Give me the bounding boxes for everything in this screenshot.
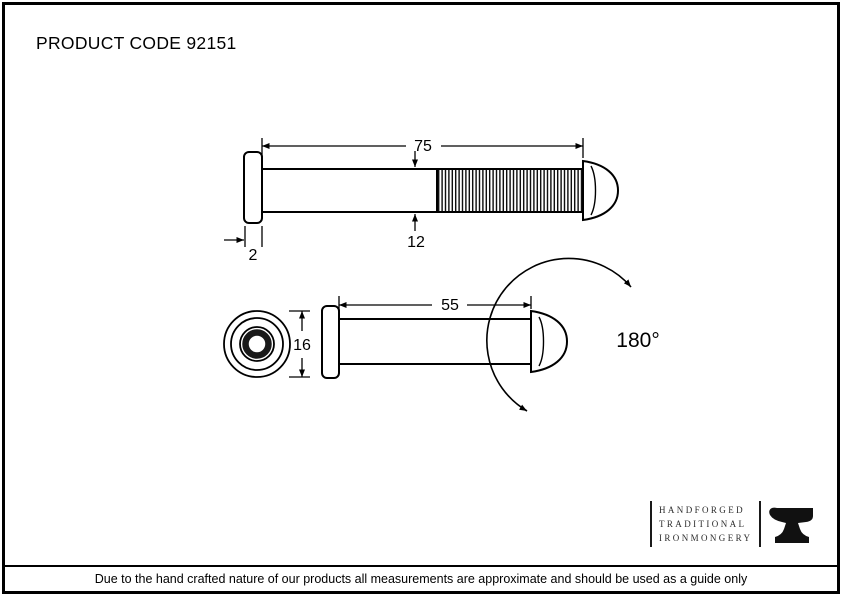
dim-label-2: 2 [249, 247, 258, 264]
anvil-icon [769, 507, 814, 543]
dome-head-55 [530, 309, 569, 374]
dimension-overall-length [261, 138, 584, 166]
thread-section-75 [436, 168, 584, 213]
disclaimer-text: Due to the hand crafted nature of our pr… [94, 572, 748, 586]
lens-dark-ring [242, 329, 272, 359]
product-code: PRODUCT CODE 92151 [36, 33, 237, 53]
lens-ring-circle [239, 326, 275, 362]
dimension-short-length [338, 296, 532, 316]
logo-line-ironmongery: IRONMONGERY [659, 533, 753, 543]
logo-wordmark: HANDFORGED TRADITIONAL IRONMONGERY [659, 505, 752, 543]
logo-line-handforged: HANDFORGED [659, 505, 746, 515]
dim-label-75: 75 [414, 138, 432, 155]
bezel-circle [230, 317, 284, 371]
logo-line-traditional: TRADITIONAL [659, 519, 747, 529]
logo-divider-left [650, 501, 652, 547]
front-view [223, 310, 291, 378]
side-view-75mm [243, 151, 620, 224]
dim-label-55: 55 [441, 297, 459, 314]
dimension-face-diameter [289, 310, 310, 378]
extension-lines-2 [244, 226, 263, 247]
side-view-55mm [321, 305, 569, 379]
extension-lines-75 [261, 138, 584, 166]
outer-rim-circle [223, 310, 291, 378]
barrel-55 [338, 318, 532, 365]
extension-lines-55 [338, 296, 532, 316]
technical-drawing: 75 12 2 55 [223, 138, 660, 412]
flange-55 [321, 305, 340, 379]
dome-head-75 [582, 159, 620, 222]
logo-divider-right [759, 501, 762, 547]
dim-label-16: 16 [293, 337, 311, 354]
dim-label-180: 180° [616, 329, 659, 352]
viewing-angle-arc [486, 257, 632, 412]
dimension-flange-thickness [224, 226, 263, 247]
disclaimer-bar: Due to the hand crafted nature of our pr… [5, 565, 837, 591]
dim-label-12: 12 [407, 234, 425, 251]
barrel-75 [261, 168, 438, 213]
flange-75 [243, 151, 263, 224]
dome-bezel-75 [590, 165, 597, 216]
brand-logo: HANDFORGED TRADITIONAL IRONMONGERY [650, 499, 816, 549]
